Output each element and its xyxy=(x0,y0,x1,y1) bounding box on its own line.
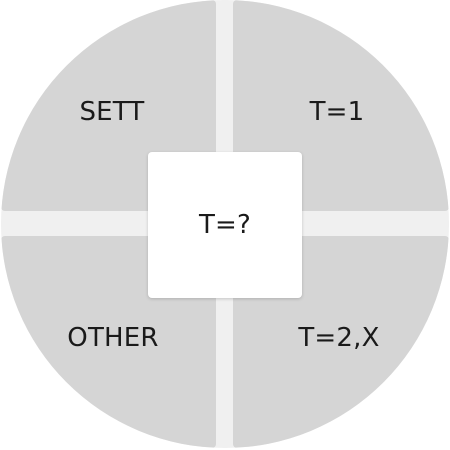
center-option[interactable]: T=? xyxy=(148,152,302,298)
t1-label: T=1 xyxy=(309,97,365,127)
other-option[interactable]: OTHER xyxy=(1,236,216,448)
sett-label: SETT xyxy=(79,97,145,127)
t2x-label: T=2,X xyxy=(298,323,380,353)
other-label: OTHER xyxy=(67,323,159,353)
center-label: T=? xyxy=(198,210,252,240)
